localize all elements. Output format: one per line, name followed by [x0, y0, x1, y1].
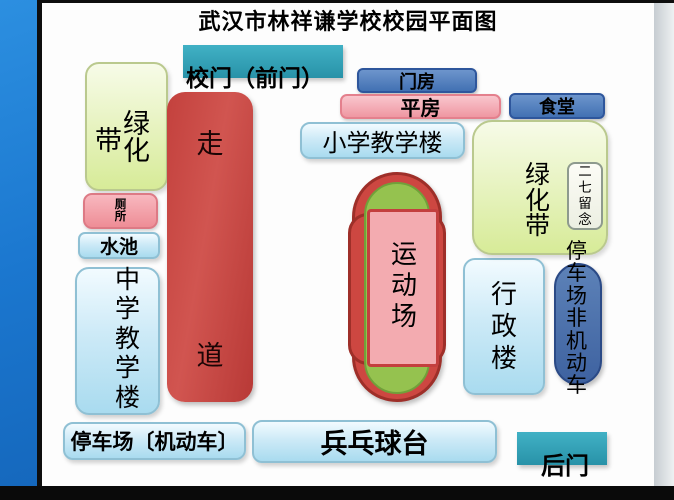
- memorial-label: 二七留念: [578, 164, 592, 227]
- canteen-label: 食堂: [539, 97, 575, 117]
- middle-school-building-box: [75, 267, 160, 415]
- right-edge-band: [654, 3, 674, 486]
- parking-motor-label: 停车场〔机动车〕: [70, 431, 239, 454]
- primary-school-building-label: 小学教学楼: [322, 130, 443, 157]
- green-belt-left-box: [85, 62, 168, 191]
- green-belt-left-label: 带 绿化: [95, 111, 151, 165]
- toilet-label: 厕 所: [114, 199, 127, 223]
- front-gate-label: 校门（前门）: [186, 65, 324, 91]
- bungalow-label: 平房: [400, 98, 441, 120]
- green-belt-left-char: 带: [95, 125, 122, 156]
- parking-motor-box: 停车场〔机动车〕: [63, 422, 246, 460]
- admin-building-box: [463, 258, 545, 395]
- front-gate-box: [183, 45, 343, 78]
- left-blue-strip: [0, 0, 37, 486]
- walkway-label-top: 走: [196, 129, 224, 159]
- page-title: 武汉市林祥谦学校校园平面图: [198, 9, 498, 34]
- gatehouse-box: 门房: [357, 68, 477, 93]
- sports-field-label: 运动场: [390, 239, 417, 331]
- pool-label: 水池: [99, 237, 138, 258]
- pingpong-table-label: 兵乓球台: [320, 429, 429, 459]
- parking-non-motor-box: [554, 263, 602, 385]
- green-belt-left-stack: 绿化: [123, 109, 150, 166]
- canteen-box: 食堂: [509, 93, 605, 119]
- walkway-bar: 走 道: [167, 92, 253, 402]
- toilet-box: 厕 所: [83, 193, 158, 229]
- green-belt-right-label: 绿化带: [524, 161, 550, 240]
- pool-box: 水池: [78, 232, 160, 259]
- sports-field-court: [367, 209, 439, 367]
- primary-school-building-box: 小学教学楼: [300, 122, 465, 159]
- admin-building-label: 行政楼: [490, 279, 517, 373]
- bottom-black-band: [0, 486, 674, 500]
- memorial-box: 二七留念: [567, 162, 603, 230]
- walkway-label-bottom: 道: [196, 341, 224, 371]
- middle-school-building-label: 中学教学楼: [114, 266, 140, 412]
- back-gate-box: [517, 432, 607, 465]
- bungalow-box: 平房: [340, 94, 501, 120]
- pingpong-table-box: 兵乓球台: [252, 420, 497, 463]
- parking-non-motor-label: 停车场非机动车: [566, 240, 587, 398]
- gatehouse-label: 门房: [399, 71, 435, 92]
- back-gate-label: 后门: [541, 453, 589, 480]
